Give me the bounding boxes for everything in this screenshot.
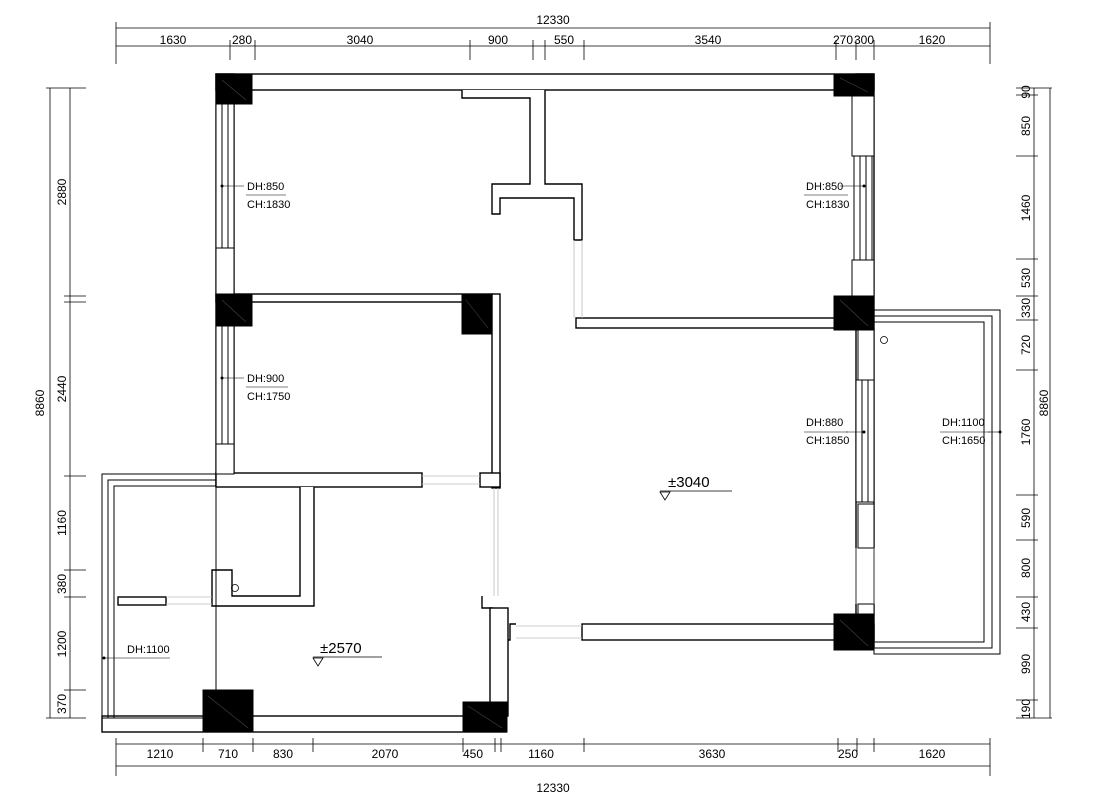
window-annotations: DH:850 CH:1830 DH:850 CH:1830 DH:900 CH:…	[102, 181, 1002, 660]
wall-bottom-right	[581, 623, 875, 641]
balcony-right-outer	[873, 309, 1001, 655]
dim-left-2: 2440	[55, 375, 69, 402]
level-triangle-main	[659, 491, 671, 501]
window-right-low-section	[857, 327, 875, 381]
dim-top-9: 1620	[919, 33, 946, 47]
dim-bottom-total: 12330	[536, 781, 570, 795]
dim-top-total: 12330	[536, 13, 570, 27]
dimension-labels-right: 8860 90 850 1460 530 330 720 1760 590 80…	[1019, 85, 1051, 719]
w4-ch: CH:1850	[806, 435, 849, 447]
dim-top-2: 280	[232, 33, 252, 47]
dim-right-10: 430	[1019, 602, 1033, 622]
dim-bottom-1: 1210	[147, 747, 174, 761]
balcony-right-inner	[873, 321, 985, 643]
w3-ch: CH:1750	[247, 391, 290, 403]
dim-right-11: 990	[1019, 654, 1033, 674]
window-right-mid-section	[851, 259, 875, 297]
dim-right-4: 530	[1019, 268, 1033, 288]
dim-bottom-6: 1160	[528, 747, 554, 761]
dim-top-6: 3540	[695, 33, 722, 47]
window-left-upper	[215, 103, 235, 249]
dim-bottom-5: 450	[463, 747, 483, 761]
window-right-bottom-section	[857, 503, 875, 549]
dim-left-5: 1200	[55, 630, 69, 657]
dim-left-6: 370	[55, 694, 69, 714]
level-lower: ±2570	[320, 640, 362, 657]
dim-top-5: 550	[554, 33, 574, 47]
columns	[202, 73, 875, 733]
w3-dh: DH:900	[247, 373, 284, 385]
dim-left-1: 2880	[55, 178, 69, 205]
wall-bedroom-divider	[215, 293, 493, 303]
pipe-marker-left	[231, 584, 239, 592]
wall-top	[215, 73, 875, 91]
dim-bottom-3: 830	[273, 747, 293, 761]
dim-right-8: 590	[1019, 508, 1033, 528]
column-hatch	[207, 77, 869, 729]
balcony-left-inner	[113, 485, 217, 719]
level-main: ±3040	[668, 474, 710, 491]
window-left-mid	[215, 443, 235, 475]
dim-left-4: 380	[55, 574, 69, 594]
wall-right-room-bottom	[575, 317, 839, 329]
w2-dh: DH:850	[806, 181, 843, 193]
wall-stair-side	[489, 607, 509, 717]
w5-dh: DH:1100	[942, 417, 985, 429]
dim-bottom-4: 2070	[372, 747, 399, 761]
wall-middle-vertical	[491, 293, 501, 489]
pipe-marker-right	[880, 336, 888, 344]
dim-right-total: 8860	[1037, 389, 1051, 416]
level-markers: ±3040 ±2570	[312, 474, 732, 667]
w6-dh: DH:1100	[127, 644, 170, 656]
openings	[166, 240, 875, 639]
dim-right-2: 850	[1019, 116, 1033, 136]
dim-right-12: 190	[1019, 699, 1033, 719]
dim-bottom-8: 250	[838, 747, 858, 761]
dimension-labels-bottom: 1210 710 830 2070 450 1160 3630 250 1620…	[147, 747, 946, 795]
dim-right-7: 1760	[1019, 418, 1033, 445]
dim-top-4: 900	[488, 33, 508, 47]
wall-lower-bedroom-bottom	[215, 472, 423, 488]
column-right-low	[833, 613, 875, 651]
balcony-right-mid	[873, 315, 993, 649]
window-right-lower	[855, 379, 875, 503]
dim-top-3: 3040	[347, 33, 374, 47]
w1-ch: CH:1830	[247, 199, 290, 211]
window-left-base	[215, 247, 235, 295]
dim-right-5: 330	[1019, 298, 1033, 318]
column-top-left	[215, 73, 253, 105]
w5-ch: CH:1650	[942, 435, 985, 447]
dim-right-3: 1460	[1019, 194, 1033, 221]
balcony-left-outer	[101, 473, 217, 719]
dim-right-1: 90	[1019, 85, 1033, 99]
dimension-lines	[46, 22, 1052, 776]
column-left-mid	[215, 293, 253, 327]
wall-left-partition	[117, 596, 167, 606]
dim-top-7: 270	[833, 33, 853, 47]
dim-left-3: 1160	[55, 510, 69, 536]
dimension-labels-left: 8860 2880 2440 1160 380 1200 370	[33, 178, 69, 714]
dim-right-6: 720	[1019, 335, 1033, 355]
wall-lower-bedroom-bottom-2	[479, 472, 501, 488]
w1-dh: DH:850	[247, 181, 284, 193]
w2-ch: CH:1830	[806, 199, 849, 211]
dim-left-total: 8860	[33, 389, 47, 416]
window-left-lower	[215, 325, 235, 445]
dim-right-9: 800	[1019, 558, 1033, 578]
dim-bottom-7: 3630	[699, 747, 726, 761]
dim-bottom-2: 710	[218, 747, 238, 761]
dim-top-8: 300	[854, 33, 874, 47]
windows	[215, 89, 875, 619]
w4-dh: DH:880	[806, 417, 843, 429]
dim-top-1: 1630	[160, 33, 187, 47]
dim-bottom-9: 1620	[919, 747, 946, 761]
dimension-labels-top: 12330 1630 280 3040 900 550 3540 270 300…	[160, 13, 946, 47]
window-right-top-section	[851, 89, 875, 157]
window-right-upper	[853, 155, 873, 261]
level-triangle-lower	[312, 657, 324, 667]
